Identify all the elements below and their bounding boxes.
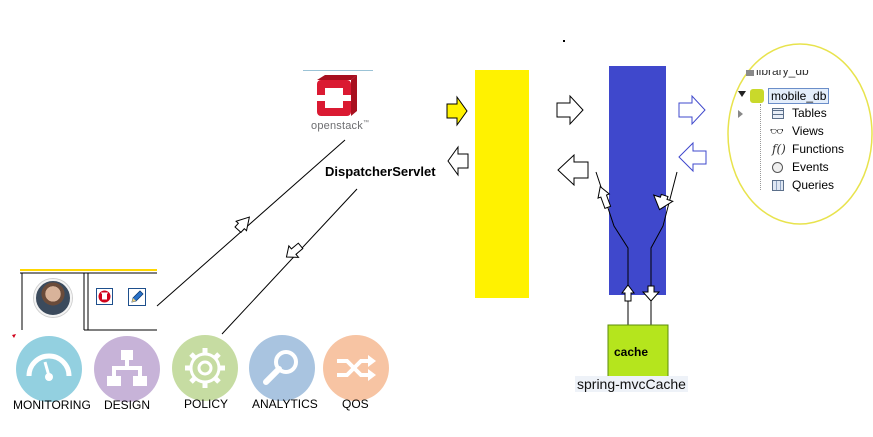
expand-icon[interactable]: [738, 110, 743, 118]
edit-icon[interactable]: [128, 288, 146, 306]
left-arrow-blue-icon: [678, 141, 707, 173]
cache-box: [607, 324, 669, 379]
query-icon: [772, 180, 784, 191]
tree-item-label: Tables: [792, 106, 827, 120]
tree-item-label: Queries: [792, 178, 835, 192]
db-partial-item: library_db: [756, 70, 809, 78]
tree-item-functions[interactable]: f() Functions: [738, 142, 848, 158]
up-arrow-icon: [597, 185, 612, 210]
gear-icon: [185, 348, 225, 388]
tree-item-views[interactable]: 👓︎ Views: [738, 124, 848, 140]
db-tree: library_db mobile_db Tables 👓︎ Views f()…: [738, 70, 858, 200]
table-icon: [772, 108, 784, 119]
up-arrow-icon: [621, 284, 635, 302]
shuffle-icon: [337, 355, 376, 381]
tree-item-events[interactable]: Events: [738, 160, 848, 176]
cache-label: cache: [614, 345, 649, 359]
collapse-icon[interactable]: [738, 91, 746, 97]
tree-item-label: Views: [792, 124, 824, 138]
db-ellipse: [727, 43, 873, 225]
right-arrow-yellow-icon: [446, 95, 468, 127]
dot-mark: [563, 40, 565, 42]
glasses-icon: 👓︎: [770, 126, 784, 138]
gauge-icon: [26, 353, 72, 381]
openstack-tm: ™: [362, 120, 370, 126]
dispatcher-servlet-label: DispatcherServlet: [325, 164, 436, 179]
tree-item-label: Functions: [792, 142, 845, 156]
blue-component: [609, 66, 666, 295]
database-icon: [750, 89, 764, 103]
right-arrow-blue-icon: [678, 94, 706, 126]
db-name: mobile_db: [768, 88, 830, 104]
function-icon: f(): [772, 142, 786, 156]
db-tree-node[interactable]: mobile_db: [738, 88, 838, 104]
service-policy[interactable]: [172, 335, 238, 401]
avatar[interactable]: [34, 279, 72, 317]
portal-to-openstack-line: [156, 139, 346, 307]
down-arrow-icon: [285, 242, 304, 258]
left-arrow-icon: [557, 153, 589, 187]
hierarchy-icon: [107, 350, 147, 386]
tree-item-tables[interactable]: Tables: [738, 106, 848, 122]
tree-item-label: Events: [792, 160, 829, 174]
right-arrow-icon: [556, 94, 584, 126]
service-analytics[interactable]: [249, 335, 315, 401]
service-label-qos: QOS: [342, 397, 369, 411]
openstack-wordmark: openstack: [311, 120, 363, 132]
delete-icon[interactable]: [96, 288, 113, 305]
service-label-monitoring: MONITORING: [13, 398, 91, 412]
service-qos[interactable]: [323, 335, 389, 401]
down-arrow-icon: [652, 193, 674, 211]
magnifier-icon: [263, 350, 298, 385]
yellow-component: [475, 70, 529, 298]
policy-to-dispatcher-line: [221, 188, 358, 335]
left-arrow-icon: [447, 145, 469, 177]
openstack-logo: openstack™: [303, 70, 373, 132]
up-arrow-icon: [234, 216, 251, 234]
service-monitoring[interactable]: [16, 336, 82, 402]
cache-caption: spring-mvcCache: [575, 376, 688, 392]
service-label-design: DESIGN: [104, 398, 151, 412]
service-label-policy: POLICY: [184, 397, 229, 411]
clock-icon: [772, 162, 783, 173]
tree-item-queries[interactable]: Queries: [738, 178, 848, 194]
service-label-analytics: ANALYTICS: [252, 397, 318, 411]
service-design[interactable]: [94, 336, 160, 402]
down-arrow-icon: [641, 285, 661, 302]
